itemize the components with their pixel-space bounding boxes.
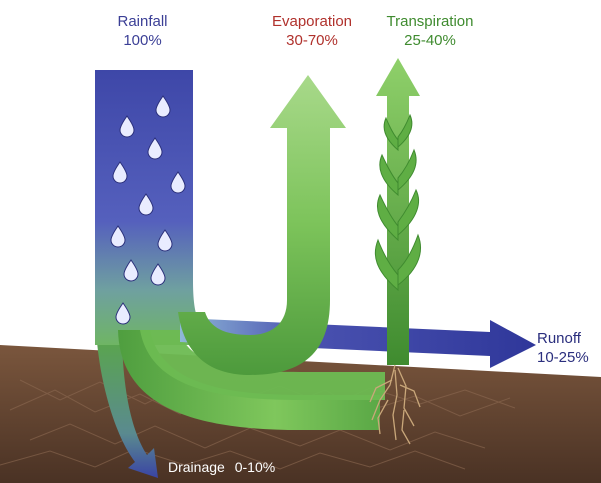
plant-icon [374,58,421,365]
drainage-flow [96,330,158,478]
raindrop-icon [170,171,186,194]
drainage-label: Drainage 0-10% [168,458,275,477]
rainfall-label: Rainfall 100% [95,12,190,50]
raindrop-icon [112,161,128,184]
raindrop-icon [119,115,135,138]
drainage-label-name: Drainage [168,459,225,475]
transpiration-label-name: Transpiration [386,13,474,30]
runoff-flow [180,318,536,368]
raindrop-icon [115,302,131,325]
evaporation-label: Evaporation 30-70% [252,12,372,50]
runoff-label-name: Runoff [537,330,581,347]
evaporation-flow [178,75,346,375]
transpiration-label-value: 25-40% [404,32,456,49]
evaporation-label-value: 30-70% [286,32,338,49]
transpiration-label: Transpiration 25-40% [365,12,495,50]
raindrop-icon [147,137,163,160]
roots-icon [369,364,421,445]
raindrop-icon [123,259,139,282]
raindrop-icon [155,95,171,118]
runoff-label: Runoff 10-25% [537,329,601,367]
raindrop-icon [157,229,173,252]
drainage-label-value: 0-10% [234,459,276,475]
raindrop-icon [138,193,154,216]
raindrop-icon [150,263,166,286]
rainfall-label-name: Rainfall [117,13,168,30]
raindrop-icon [110,225,126,248]
runoff-label-value: 10-25% [537,349,589,366]
rainfall-label-value: 100% [123,32,162,49]
evaporation-label-name: Evaporation [271,13,353,30]
raindrops [110,95,186,325]
